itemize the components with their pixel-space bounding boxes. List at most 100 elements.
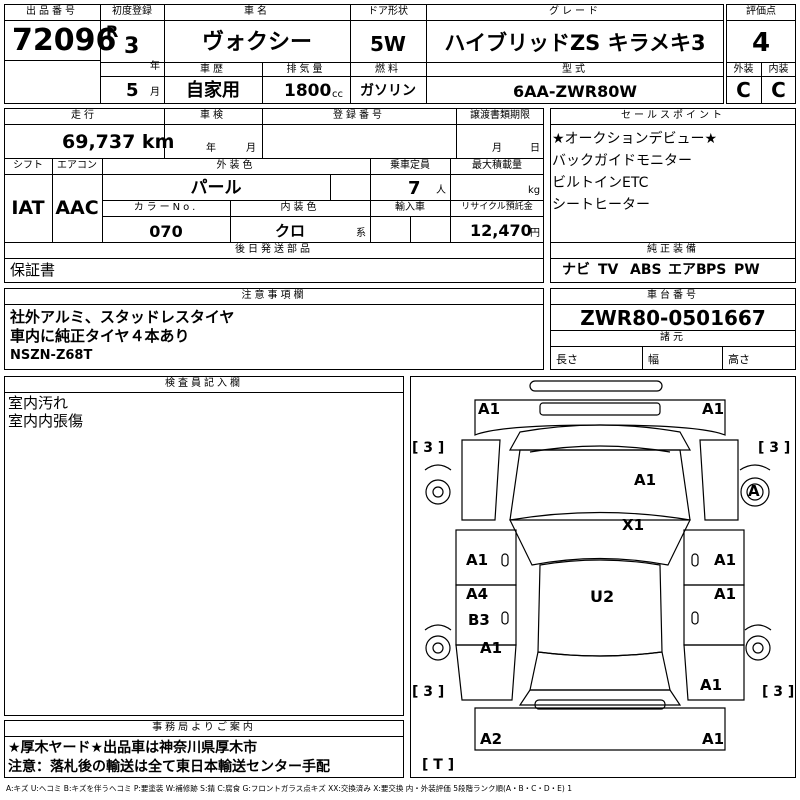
inspection-label: 車検	[200, 110, 226, 121]
sales-point-item: ビルトインETC	[552, 175, 649, 191]
office-panel	[4, 720, 404, 778]
handover-day-unit: 日	[530, 143, 540, 154]
displacement: 1800	[284, 81, 332, 101]
sales-points-label: セールスポイント	[621, 110, 725, 121]
score: 4	[751, 28, 771, 58]
office-label: 事務局よりご案内	[152, 722, 256, 733]
equipment-item: PW	[734, 262, 760, 278]
car-name: ヴォクシー	[201, 30, 312, 55]
mark-hood: A1	[634, 471, 657, 489]
reg-year-unit: 年	[150, 61, 160, 72]
interior-color-unit: 系	[356, 228, 366, 239]
mark-door-fr: A1	[714, 551, 737, 569]
mark-wheel-rl: A1	[480, 639, 503, 657]
mark-front-left: A1	[478, 400, 501, 418]
capacity-label: 乗車定員	[390, 160, 430, 171]
first-reg-label: 初度登録	[112, 6, 152, 17]
grade-label: グレード	[549, 6, 601, 17]
mark-wheel-fr: A	[748, 482, 760, 500]
notes-panel	[4, 288, 544, 370]
lot-no-label: 出品番号	[26, 6, 78, 17]
inspection-year-unit: 年	[206, 143, 216, 154]
equipment-label: 純正装備	[647, 244, 699, 255]
fuel-label: 燃料	[375, 64, 401, 75]
legend: A:キズ U:ヘコミ B:キズを伴うヘコミ P:要塗装 W:補修跡 S:錆 C:…	[6, 784, 573, 793]
inspector-line: 室内汚れ	[8, 394, 69, 412]
later-parts: 保証書	[10, 261, 56, 279]
mark-door-fl: A1	[466, 551, 489, 569]
height-label: 高さ	[728, 353, 750, 366]
max-load-unit: kg	[528, 185, 541, 196]
color-no: 070	[149, 222, 183, 241]
mark-bracket-tr: [ 3 ]	[758, 440, 791, 456]
history-label: 車歴	[200, 64, 226, 75]
car-name-label: 車名	[244, 6, 270, 17]
model-label: 型式	[562, 64, 588, 75]
mark-windshield: X1	[622, 516, 645, 534]
shift: IAT	[11, 197, 45, 219]
handover-month-unit: 月	[492, 143, 502, 154]
mark-door-rr: A1	[714, 585, 737, 603]
equipment-item: PS	[706, 262, 727, 278]
mark-front-right: A1	[702, 400, 725, 418]
door-label: ドア形状	[368, 6, 408, 17]
reg-month-unit: 月	[150, 87, 160, 98]
reg-no-label: 登録番号	[333, 110, 385, 121]
lot-no: 72096	[12, 23, 117, 58]
reg-month: 5	[126, 80, 139, 101]
mark-rear-left: A2	[480, 730, 503, 748]
inspector-label: 検査員記入欄	[165, 378, 243, 389]
color-label: 外装色	[216, 160, 256, 171]
sales-points-panel	[550, 108, 796, 283]
mark-bracket-br: [ 3 ]	[762, 684, 795, 700]
max-load-label: 最大積載量	[472, 160, 522, 171]
width-label: 幅	[648, 353, 659, 366]
sales-point-item: ★オークションデビュー★	[552, 131, 718, 147]
color-no-label: カラーNo.	[133, 202, 199, 213]
equipment-item: ABS	[630, 262, 662, 278]
door: 5W	[370, 32, 406, 56]
import-label: 輸入車	[395, 202, 425, 213]
ac: AAC	[55, 197, 99, 219]
grade: ハイブリッドZS キラメキ3	[444, 31, 706, 55]
mark-bracket-t: [ T ]	[422, 757, 455, 773]
chassis-label: 車台番号	[647, 290, 699, 301]
history: 自家用	[186, 80, 240, 101]
header-panel	[4, 4, 724, 104]
mark-bracket-tl: [ 3 ]	[412, 440, 445, 456]
interior-label: 内装	[768, 64, 789, 75]
mark-bracket-bl: [ 3 ]	[412, 684, 445, 700]
mark-roof: U2	[590, 587, 615, 606]
displacement-label: 排気量	[286, 64, 326, 75]
chassis-number: ZWR80-0501667	[580, 306, 766, 330]
exterior-label: 外装	[733, 64, 754, 75]
interior-color-label: 内装色	[280, 202, 320, 213]
mark-door-rl-a: A4	[466, 585, 489, 603]
displacement-unit: cc	[332, 89, 343, 100]
mark-rear-quarter-r: A1	[700, 676, 723, 694]
capacity: 7	[408, 178, 421, 199]
notes-label: 注意事項欄	[241, 290, 307, 301]
capacity-unit: 人	[436, 185, 446, 196]
office-line: ★厚木ヤード★出品車は神奈川県厚木市	[8, 740, 258, 756]
details-panel	[4, 108, 544, 283]
color: パール	[190, 178, 242, 198]
inspection-month-unit: 月	[246, 143, 256, 154]
office-line: 注意：落札後の輸送は全て東日本輸送センター手配	[8, 759, 330, 775]
mark-rear-right: A1	[702, 730, 725, 748]
interior-color: クロ	[274, 222, 305, 240]
shift-label: シフト	[13, 160, 43, 171]
recycle-unit: 円	[530, 228, 540, 239]
length-label: 長さ	[556, 353, 578, 366]
mileage-label: 走行	[71, 110, 97, 121]
mark-door-rl-b: B3	[468, 611, 490, 629]
sales-point-item: バックガイドモニター	[552, 153, 692, 169]
chassis-panel	[550, 288, 796, 370]
reg-year: 3	[124, 34, 140, 59]
later-parts-label: 後日発送部品	[235, 244, 313, 255]
inspector-line: 室内内張傷	[8, 412, 84, 430]
era: R	[106, 22, 119, 41]
mileage: 69,737 km	[62, 131, 175, 153]
ac-label: エアコン	[57, 160, 97, 171]
equipment-item: TV	[598, 262, 619, 278]
